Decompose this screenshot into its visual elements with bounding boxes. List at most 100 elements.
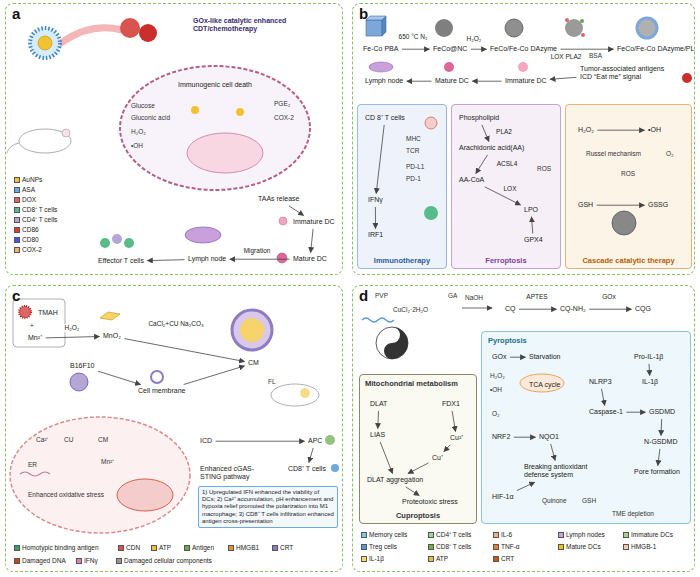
- panel-frame: bFe-Co PBAFeCo@NCFeCo/Fe-Co DAzymeFeCo/F…: [352, 3, 695, 275]
- edge-label: H₂O₂: [64, 324, 81, 332]
- node-text: Immature DC: [505, 77, 547, 85]
- legend-item: CD4⁺ T cells: [428, 531, 471, 539]
- legend-text: Treg cells: [369, 543, 397, 551]
- molecule-label: DLAT: [368, 399, 389, 409]
- node-text: GOx: [492, 353, 506, 361]
- edge-label: APTES: [525, 293, 548, 301]
- region-fill: [565, 104, 692, 269]
- t-cell-icon: [124, 238, 134, 248]
- legend-item: ASA: [14, 186, 35, 194]
- node-text: Pro-IL-1β: [634, 353, 663, 361]
- node-text: Cu²⁺: [450, 434, 463, 442]
- legend-item: Mature DCs: [558, 543, 601, 551]
- cell-label: CD 8⁺ T cells: [363, 113, 407, 123]
- node-text: FeCo/Fe-Co DAzyme/PL: [617, 45, 694, 53]
- arrow-connector: [98, 371, 141, 384]
- panel-letter: c: [12, 287, 20, 305]
- edge-label: PLA2: [495, 128, 513, 136]
- annotation-label: +: [30, 322, 34, 330]
- legend-text: ATP: [436, 555, 448, 563]
- nanozyme-sphere: [505, 19, 523, 37]
- yin-yang-icon: [376, 327, 408, 359]
- material-label: Fe-Co PBA: [361, 44, 400, 54]
- arrow-connector: [408, 463, 429, 474]
- nucleus: [187, 133, 263, 173]
- legend-text: Homotypic binding antigen: [22, 544, 99, 552]
- pvp-chain: [362, 318, 394, 322]
- annotation-label: •OH: [490, 386, 502, 394]
- node-text: Pyroptosis: [488, 336, 527, 345]
- legend-text: Damaged DNA: [22, 557, 66, 565]
- annotation-label: TCR: [406, 147, 419, 155]
- legend-item: ATP: [428, 555, 448, 563]
- annotation-label: Glucose: [131, 102, 155, 110]
- pba-cube: [366, 20, 382, 36]
- annotation-label: BSA: [589, 52, 602, 60]
- node-text: GSH: [578, 201, 593, 209]
- title-tag: GOx-like catalytic enhanced CDT/chemothe…: [191, 16, 311, 35]
- annotation-label: O₂: [666, 150, 674, 158]
- panel-frame: dCQCQ-NH₂CQGMitochondrial metabolismCupr…: [352, 285, 695, 572]
- molecule-label: GSSG: [646, 200, 670, 210]
- legend-swatch: [428, 532, 434, 538]
- cell-label: Immature DC: [291, 217, 337, 227]
- molecule-label: Phospholipid: [457, 113, 501, 123]
- panel-letter: d: [359, 287, 368, 305]
- region-fill: [359, 374, 477, 524]
- dc-icon: [518, 62, 528, 72]
- process-label: Tumor-associated antigensICD “Eat me” si…: [578, 64, 678, 83]
- legend-text: Memory cells: [369, 531, 407, 539]
- arrow-connector: [230, 259, 290, 260]
- arrow-connector: [550, 77, 576, 79]
- legend-swatch: [184, 545, 190, 551]
- reagent-box: [13, 299, 65, 347]
- lymph-node-icon: [369, 62, 393, 72]
- region-fill: [198, 486, 338, 528]
- node-text: CD8⁺ T cells: [288, 465, 326, 473]
- arrow-connector: [658, 449, 660, 466]
- mouse-body: [19, 129, 71, 153]
- er-icon: [20, 472, 50, 476]
- molecule-label: LPO: [522, 205, 540, 215]
- node-text: AA-CoA: [459, 176, 484, 184]
- edge-label: LOX PLA2: [550, 53, 583, 61]
- arrow-connector: [602, 389, 605, 406]
- node-text: 1) Upregulated IFN enhanced the viabilit…: [202, 489, 334, 525]
- tumor-sphere: [120, 18, 140, 38]
- molecule-label: GPX4: [522, 235, 545, 245]
- material-label: TMAH: [36, 308, 60, 318]
- node-text: IL-1β: [642, 378, 658, 386]
- annotation-label: GA: [448, 292, 457, 300]
- node-text: DLAT aggregation: [367, 476, 423, 484]
- legend-swatch: [623, 544, 629, 550]
- annotation-label: Russel mechanism: [586, 150, 641, 158]
- annotation-label: ROS: [537, 165, 551, 173]
- annotation-label: MHC: [406, 135, 421, 143]
- pba-cube: [382, 16, 386, 36]
- legend-swatch: [228, 545, 234, 551]
- cell-label: B16F10: [68, 361, 97, 371]
- nanozyme-sphere: [612, 211, 636, 235]
- arrow-connector: [289, 206, 304, 216]
- legend-item: TNF-α: [493, 543, 520, 551]
- process-label: Pore formation: [632, 467, 682, 477]
- node-text: Cuproptosis: [360, 511, 476, 520]
- legend-swatch: [151, 545, 157, 551]
- molecule-label: HIF-1α: [490, 492, 516, 502]
- legend-item: Lymph nodes: [558, 531, 605, 539]
- arrow-connector: [402, 49, 430, 50]
- arrow-connector: [377, 411, 379, 429]
- molecule-label: FDX1: [440, 399, 462, 409]
- node-text: CQ-NH₂: [560, 305, 586, 313]
- annotation-label: PGE₂: [274, 100, 290, 108]
- arrow-connector: [452, 411, 455, 432]
- legend-swatch: [14, 177, 20, 183]
- annotation-label: COX-2: [274, 114, 294, 122]
- node-text: Fe-Co PBA: [363, 45, 398, 53]
- arrow-connector: [376, 125, 384, 194]
- legend-item: DOX: [14, 196, 36, 204]
- node-text: Mitochondrial metabolism: [365, 379, 458, 388]
- legend-item: CRT: [493, 555, 514, 563]
- molecule-label: Cu⁺: [430, 453, 445, 463]
